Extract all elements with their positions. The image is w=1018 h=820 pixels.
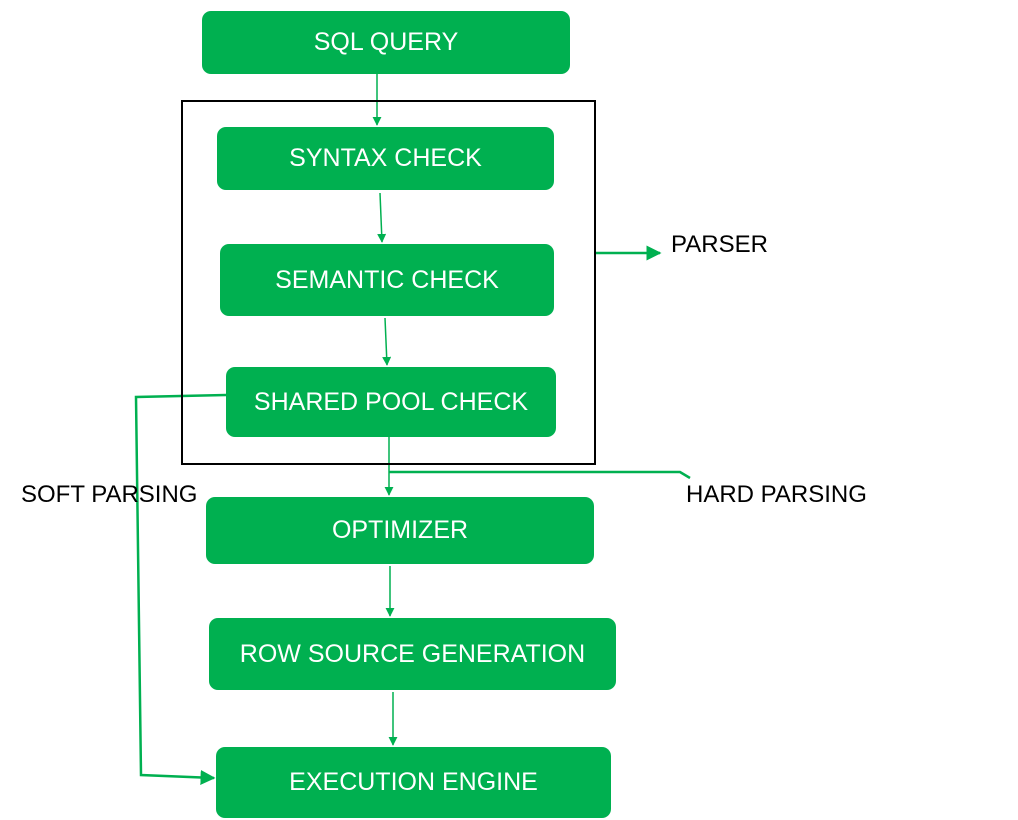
soft-parsing-label: SOFT PARSING bbox=[21, 481, 198, 508]
parser-group-frame bbox=[181, 100, 596, 465]
sql-query-label: SQL QUERY bbox=[313, 28, 459, 56]
syntax-check-label: SYNTAX CHECK bbox=[289, 144, 482, 172]
semantic-check-label: SEMANTIC CHECK bbox=[275, 265, 499, 294]
semantic-check-box: SEMANTIC CHECK bbox=[220, 244, 554, 316]
row-source-generation-label: ROW SOURCE GENERATION bbox=[239, 639, 586, 668]
execution-engine-box: EXECUTION ENGINE bbox=[216, 747, 611, 818]
parser-label: PARSER bbox=[671, 231, 768, 258]
shared-pool-check-box: SHARED POOL CHECK bbox=[226, 367, 556, 437]
optimizer-label: OPTIMIZER bbox=[331, 516, 469, 544]
hard-parsing-connector bbox=[389, 470, 691, 480]
sql-query-box: SQL QUERY bbox=[202, 11, 570, 74]
shared-pool-check-label: SHARED POOL CHECK bbox=[253, 387, 529, 416]
execution-engine-label: EXECUTION ENGINE bbox=[289, 768, 538, 796]
syntax-check-box: SYNTAX CHECK bbox=[217, 127, 554, 190]
arrow-semantic-to-shared bbox=[382, 317, 392, 366]
arrow-syntax-to-semantic bbox=[377, 192, 387, 243]
row-source-generation-box: ROW SOURCE GENERATION bbox=[209, 618, 616, 690]
optimizer-box: OPTIMIZER bbox=[206, 497, 594, 564]
hard-parsing-label: HARD PARSING bbox=[686, 481, 867, 508]
